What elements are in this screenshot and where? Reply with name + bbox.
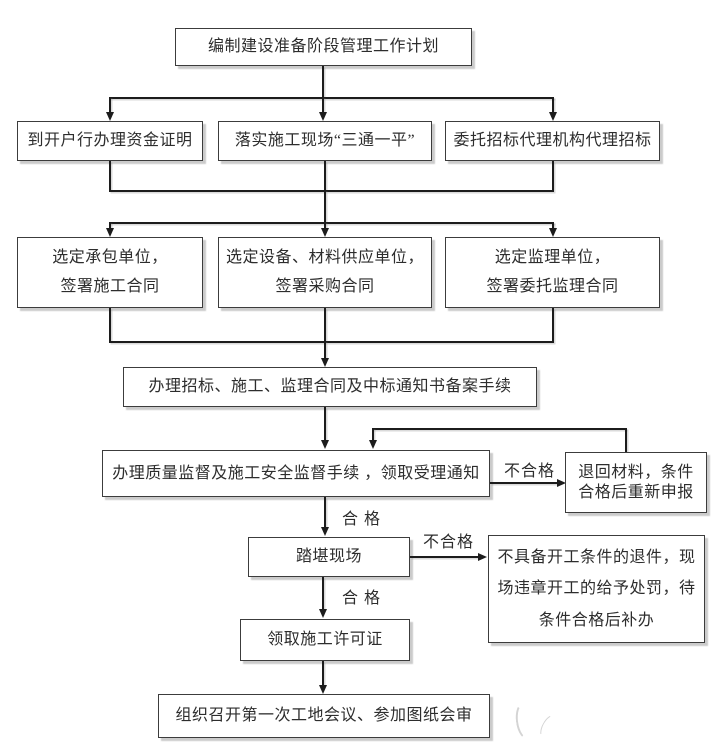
- connector-row3-stem: [324, 190, 326, 222]
- node-supplier-line2: 签署采购合同: [275, 278, 375, 296]
- node-return-materials-line1: 退回材料，条件: [578, 463, 694, 481]
- node-contractor-line1: 选定承包单位，: [52, 248, 168, 266]
- connector-row3-collector: [109, 341, 554, 343]
- connector-row2-drop-mid: [322, 97, 324, 113]
- node-bidding-agency: 委托招标代理机构代理招标: [445, 121, 660, 161]
- arrowhead-into-first-meeting: [318, 685, 327, 694]
- arrowhead-into-site-ready: [318, 112, 327, 121]
- connector-feedback-drop: [372, 428, 374, 441]
- node-first-meeting: 组织召开第一次工地会议、参加图纸会审: [158, 694, 490, 738]
- label-pass-quality: 合 格: [342, 511, 382, 528]
- node-return-materials-line2: 合格后重新申报: [578, 483, 694, 501]
- node-supplier-line1: 选定设备、材料供应单位，: [225, 248, 424, 266]
- node-supervision-line2: 签署委托监理合同: [486, 278, 619, 296]
- arrowhead-into-supervision: [548, 228, 557, 237]
- node-construction-permit-text: 领取施工许可证: [267, 631, 383, 648]
- node-reject-penalty-line2: 场违章开工的给予处罚，待: [497, 580, 696, 597]
- watermark-stroke-2: [536, 712, 562, 742]
- connector-filing-down: [324, 407, 326, 441]
- arrowhead-into-return-materials: [557, 478, 566, 487]
- node-fund-certificate: 到开户行办理资金证明: [17, 121, 203, 161]
- label-pass-survey: 合 格: [342, 590, 382, 607]
- node-record-filing: 办理招标、施工、监理合同及中标通知书备案手续: [123, 367, 537, 407]
- node-plan: 编制建设准备阶段管理工作计划: [175, 28, 472, 66]
- node-record-filing-text: 办理招标、施工、监理合同及中标通知书备案手续: [148, 378, 512, 395]
- connector-row3-drop-left: [109, 222, 111, 230]
- node-quality-safety: 办理质量监督及施工安全监督手续 ，领取受理通知: [102, 450, 490, 497]
- node-reject-penalty-line3: 条件合格后补办: [538, 611, 655, 629]
- node-supervision-line1: 选定监理单位，: [494, 248, 611, 266]
- node-plan-text: 编制建设准备阶段管理工作计划: [207, 38, 439, 55]
- connector-row2-drop-left: [109, 97, 111, 113]
- connector-feedback-up-from-return: [625, 428, 627, 452]
- connector-row2-drop-right: [552, 97, 554, 113]
- node-contractor-line2: 签署施工合同: [60, 278, 160, 296]
- label-fail-survey: 不合格: [423, 534, 475, 551]
- arrowhead-into-quality-safety: [320, 440, 329, 449]
- connector-filing-stem: [324, 341, 326, 359]
- arrowhead-into-permit: [318, 609, 327, 618]
- connector-quality-down: [324, 497, 326, 528]
- connector-feedback-horizontal: [372, 428, 626, 430]
- connector-row3-drop-mid: [324, 222, 326, 230]
- node-site-ready: 落实施工现场“三通一平”: [218, 121, 432, 161]
- connector-row3-drop-right: [552, 222, 554, 230]
- node-site-survey: 踏堪现场: [248, 537, 410, 577]
- node-contractor: 选定承包单位， 签署施工合同: [17, 237, 203, 308]
- node-supervision: 选定监理单位， 签署委托监理合同: [445, 237, 660, 308]
- arrowhead-into-fund-certificate: [105, 112, 114, 121]
- node-supplier: 选定设备、材料供应单位， 签署采购合同: [218, 237, 432, 308]
- node-site-ready-text: 落实施工现场“三通一平”: [234, 132, 416, 149]
- node-quality-safety-text: 办理质量监督及施工安全监督手续 ，领取受理通知: [112, 464, 480, 482]
- arrowhead-into-bidding-agency: [548, 112, 557, 121]
- arrowhead-into-contractor: [105, 228, 114, 237]
- connector-row3-distributor: [109, 222, 554, 224]
- arrowhead-into-record-filing: [320, 358, 329, 367]
- arrowhead-feedback-into-quality: [368, 440, 377, 449]
- node-bidding-agency-text: 委托招标代理机构代理招标: [453, 132, 652, 149]
- node-return-materials: 退回材料，条件 合格后重新申报: [565, 452, 707, 513]
- connector-site-down: [324, 161, 326, 190]
- arrowhead-into-supplier: [320, 228, 329, 237]
- watermark-stroke-1: [513, 700, 539, 742]
- arrowhead-into-reject-penalty: [478, 552, 487, 561]
- node-reject-penalty: 不具备开工条件的退件，现 场违章开工的给予处罚，待 条件合格后补办: [488, 535, 705, 643]
- node-site-survey-text: 踏堪现场: [295, 548, 362, 565]
- node-reject-penalty-line1: 不具备开工条件的退件，现: [497, 548, 696, 566]
- connector-quality-to-return: [490, 482, 558, 484]
- node-first-meeting-text: 组织召开第一次工地会议、参加图纸会审: [175, 707, 473, 724]
- connector-permit-down: [322, 661, 324, 686]
- connector-agency-down: [552, 161, 554, 190]
- connector-supervision-down: [552, 308, 554, 341]
- node-construction-permit: 领取施工许可证: [240, 619, 410, 661]
- connector-supplier-down: [324, 308, 326, 341]
- node-fund-certificate-text: 到开户行办理资金证明: [27, 132, 193, 149]
- label-fail-quality: 不合格: [504, 463, 556, 480]
- connector-row2-distributor: [109, 97, 554, 99]
- connector-plan-stem: [322, 66, 324, 97]
- connector-contractor-down: [109, 308, 111, 341]
- connector-survey-to-reject: [410, 556, 479, 558]
- connector-survey-down: [322, 577, 324, 610]
- connector-fund-down: [109, 161, 111, 190]
- connector-row2-collector: [109, 190, 554, 192]
- arrowhead-into-site-survey: [320, 527, 329, 536]
